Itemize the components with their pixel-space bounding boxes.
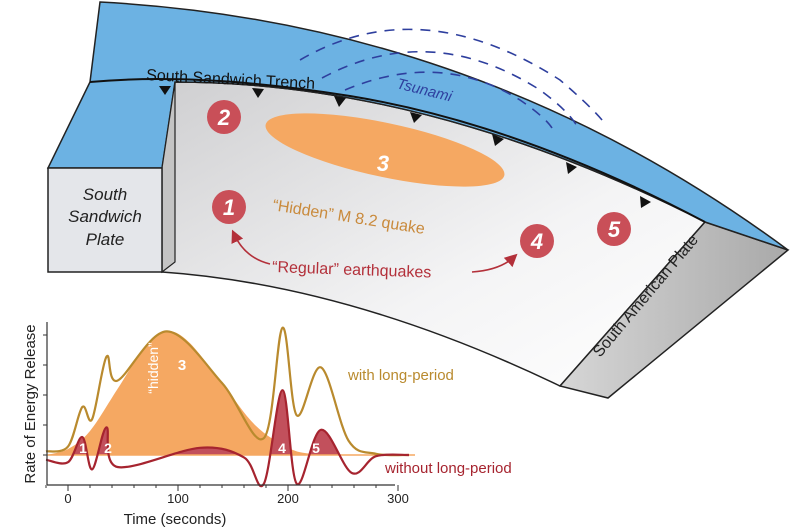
left-plate-label-3: Plate: [86, 230, 125, 249]
arrow-to-4: [471, 253, 518, 273]
axis-ticks: [43, 334, 399, 491]
left-plate-label-2: Sandwich: [68, 207, 142, 226]
marker-4: 4: [520, 224, 554, 258]
south-sandwich-plate-face: [47, 167, 163, 273]
peak-3-label: 3: [178, 357, 186, 374]
x-tick-labels: 0 100 200 300: [64, 491, 408, 506]
left-plate-label-1: South: [83, 185, 127, 204]
marker-2: 2: [207, 100, 241, 134]
without-long-period-line: [45, 389, 410, 488]
x-tick-label: 100: [167, 491, 189, 506]
x-axis-label: Time (seconds): [124, 511, 227, 528]
legend-without-long-period: without long-period: [384, 460, 512, 477]
trench-teeth: [159, 86, 651, 208]
peak-2-label: 2: [104, 440, 112, 456]
energy-release-chart: 0 100 200 300 Time (seconds) Rate of Energy…: [22, 322, 512, 528]
marker-1-label: 1: [223, 195, 235, 220]
tsunami-waves: [299, 28, 607, 129]
peak-4-label: 4: [278, 440, 286, 456]
y-axis-label: Rate of Energy Release: [22, 324, 39, 483]
marker-1: 1: [212, 190, 246, 224]
arrow-to-1: [231, 229, 271, 265]
hidden-annotation: “hidden”: [145, 342, 161, 394]
marker-3-label: 3: [377, 151, 389, 176]
legend-with-long-period: with long-period: [347, 367, 454, 384]
x-tick-label: 200: [277, 491, 299, 506]
hidden-area: [46, 331, 332, 455]
marker-5: 5: [597, 212, 631, 246]
marker-4-label: 4: [530, 229, 543, 254]
with-long-period-line: [45, 326, 410, 457]
peak-1-label: 1: [79, 440, 87, 456]
peak-5-label: 5: [312, 440, 320, 456]
marker-2-label: 2: [217, 105, 231, 130]
without-long-period-positive-area: [46, 390, 409, 455]
hidden-quake-zone: [265, 113, 505, 187]
x-tick-label: 300: [387, 491, 409, 506]
x-tick-label: 0: [64, 491, 71, 506]
marker-5-label: 5: [608, 217, 621, 242]
ocean-surface: [46, 1, 789, 251]
trench-line: [89, 78, 706, 223]
regular-earthquakes-label: “Regular” earthquakes: [272, 259, 432, 282]
